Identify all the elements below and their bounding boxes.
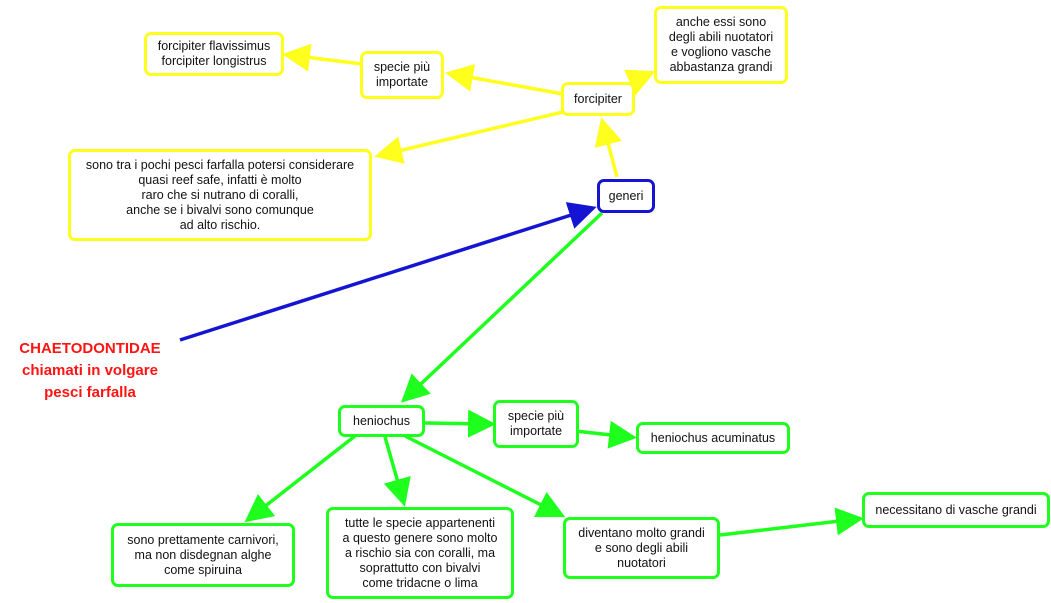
node-forcipiter-swimmers[interactable]: anche essi sono degli abili nuotatori e … <box>654 6 788 84</box>
node-forcipiter-species[interactable]: forcipiter flavissimus forcipiter longis… <box>144 32 284 76</box>
node-forcipiter-reef-safe[interactable]: sono tra i pochi pesci farfalla potersi … <box>68 149 372 241</box>
node-generi[interactable]: generi <box>597 179 655 213</box>
node-heniochus-acuminatus[interactable]: heniochus acuminatus <box>636 422 790 454</box>
edge-species-label-acuminatus <box>574 420 637 449</box>
node-heniochus-big[interactable]: diventano molto grandi e sono degli abil… <box>563 517 720 579</box>
edge-generi-forcipiter <box>594 117 622 178</box>
node-forcipiter[interactable]: forcipiter <box>561 82 635 116</box>
edge-heniochus-carnivores <box>244 434 357 523</box>
root-title: CHAETODONTIDAE chiamati in volgare pesci… <box>19 340 161 401</box>
edge-heniochus-big <box>404 434 566 518</box>
edge-big-tanks <box>719 507 864 537</box>
node-heniochus-tanks[interactable]: necessitano di vasche grandi <box>862 492 1050 528</box>
node-heniochus-species-label[interactable]: specie più importate <box>493 400 579 448</box>
edge-forcipiter-swimmers <box>624 69 656 96</box>
node-heniochus[interactable]: heniochus <box>338 405 425 437</box>
edge-species-label-species <box>282 43 363 72</box>
node-forcipiter-species-label[interactable]: specie più importate <box>360 51 444 99</box>
edge-heniochus-species-label <box>424 409 496 438</box>
edge-forcipiter-species-label <box>445 63 564 96</box>
edge-root-generi <box>179 202 597 342</box>
node-heniochus-risk[interactable]: tutte le specie appartenenti a questo ge… <box>326 507 514 599</box>
edge-generi-heniochus <box>400 211 604 403</box>
edge-heniochus-risk <box>383 436 411 507</box>
node-heniochus-carnivores[interactable]: sono prettamente carnivori, ma non disde… <box>111 523 295 587</box>
edge-forcipiter-reef-safe <box>374 110 564 164</box>
